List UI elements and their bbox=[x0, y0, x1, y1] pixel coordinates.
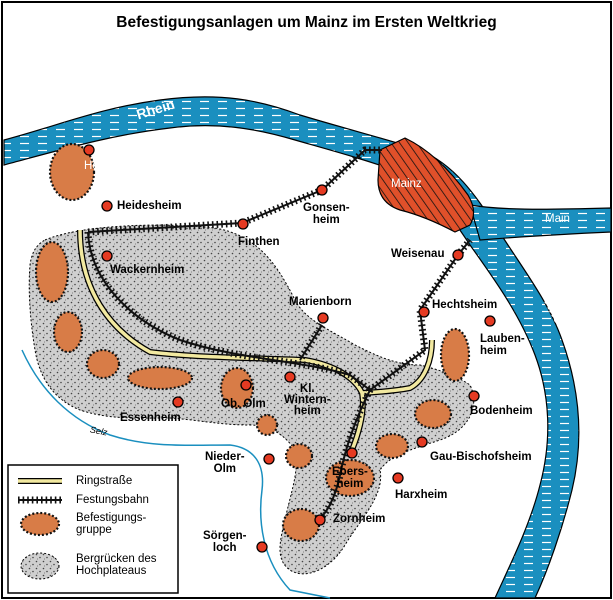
selz-creek bbox=[21, 349, 331, 599]
main-label: Main bbox=[545, 213, 570, 225]
fort bbox=[219, 366, 255, 410]
fort bbox=[34, 240, 70, 304]
hechtsheim-label: Hechtsheim bbox=[432, 299, 498, 311]
heidenfahrt-label: Heidenfahrt bbox=[84, 160, 144, 172]
town-marker bbox=[468, 390, 480, 402]
town-markers bbox=[83, 144, 496, 553]
town-marker bbox=[284, 371, 296, 383]
town-marker bbox=[172, 396, 184, 408]
laubenheim-label: Lauben- heim bbox=[480, 333, 525, 357]
gau-bischofsheim-label: Gau-Bischofsheim bbox=[430, 451, 532, 463]
town-marker bbox=[101, 250, 113, 262]
gonsenheim-label: Gonsen- heim bbox=[303, 202, 350, 226]
legend-bergruecken: Bergrücken des Hochplateaus bbox=[76, 553, 157, 577]
town-marker bbox=[346, 447, 358, 459]
town-marker bbox=[101, 200, 113, 212]
rhine-river bbox=[3, 96, 580, 599]
legend-befestigungsgruppe: Befestigungs- gruppe bbox=[76, 512, 147, 536]
legend-festungsbahn: Festungsbahn bbox=[76, 494, 149, 506]
legend-ringstrasse: Ringstraße bbox=[76, 475, 133, 487]
fort bbox=[281, 507, 321, 543]
town-marker bbox=[256, 541, 268, 553]
fort bbox=[413, 398, 453, 430]
town-marker bbox=[452, 249, 464, 261]
heidesheim-label: Heidesheim bbox=[117, 200, 182, 212]
town-marker bbox=[83, 144, 95, 156]
essenheim-label: Essenheim bbox=[120, 412, 181, 424]
weisenau-label: Weisenau bbox=[391, 248, 445, 260]
town-marker bbox=[317, 312, 329, 324]
mainz-city bbox=[377, 137, 475, 233]
zornheim-label: Zornheim bbox=[333, 513, 386, 525]
town-marker bbox=[392, 472, 404, 484]
fort bbox=[374, 432, 410, 460]
town-marker bbox=[240, 379, 252, 391]
ebersheim-label: Ebers- heim bbox=[332, 466, 368, 490]
fort bbox=[284, 442, 314, 470]
town-marker bbox=[314, 514, 326, 526]
klein-winternheim-label: Kl. Wintern- heim bbox=[284, 383, 331, 417]
map-title: Befestigungsanlagen um Mainz im Ersten W… bbox=[116, 14, 497, 31]
bodenheim-label: Bodenheim bbox=[470, 405, 533, 417]
mainz-label: Mainz bbox=[391, 178, 422, 190]
fort-groups bbox=[34, 142, 471, 543]
soergenloch-label: Sörgen- loch bbox=[203, 530, 247, 554]
wackernheim-label: Wackernheim bbox=[110, 264, 185, 276]
harxheim-label: Harxheim bbox=[395, 489, 448, 501]
fort bbox=[439, 327, 471, 383]
fort bbox=[126, 365, 194, 391]
town-marker bbox=[263, 453, 275, 465]
town-marker bbox=[316, 184, 328, 196]
town-marker bbox=[416, 436, 428, 448]
fort bbox=[255, 413, 279, 437]
marienborn-label: Marienborn bbox=[289, 296, 352, 308]
town-marker bbox=[484, 315, 496, 327]
town-marker bbox=[418, 306, 430, 318]
nieder-olm-label: Nieder- Olm bbox=[205, 451, 245, 475]
town-marker bbox=[237, 218, 249, 230]
legend-box bbox=[7, 464, 179, 594]
main-river bbox=[469, 204, 612, 241]
fort bbox=[85, 348, 121, 380]
finthen-label: Finthen bbox=[238, 236, 280, 248]
fort bbox=[48, 142, 96, 202]
fort bbox=[52, 310, 84, 354]
ober-olm-label: Ob. Olm bbox=[221, 398, 266, 410]
